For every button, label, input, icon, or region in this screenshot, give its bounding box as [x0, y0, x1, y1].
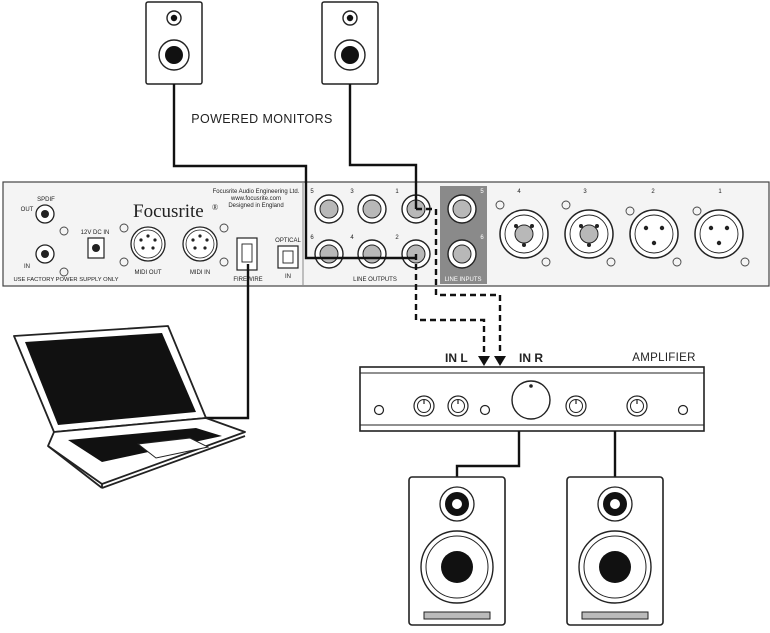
maker-line-1: Focusrite Audio Engineering Ltd. — [213, 189, 300, 195]
output-number-1: 1 — [395, 189, 399, 195]
panel-screw — [219, 257, 229, 267]
panel-screw — [119, 223, 129, 233]
spdif-out-label: OUT — [21, 207, 34, 213]
optical-label: OPTICAL — [275, 238, 301, 244]
panel-screw — [219, 223, 229, 233]
amp-knob — [565, 395, 587, 417]
left-speaker-cable — [455, 431, 521, 477]
dc-in-label: 12V DC IN — [81, 230, 110, 236]
passive-speaker-left — [408, 476, 506, 626]
powered-monitors-label: POWERED MONITORS — [191, 112, 333, 126]
midi-in-label: MIDI IN — [190, 270, 210, 276]
amp-indicator — [677, 404, 689, 416]
spdif-out-jack — [35, 204, 55, 224]
mic-number-4: 4 — [517, 189, 521, 195]
line-outputs-label: LINE OUTPUTS — [353, 277, 397, 283]
amplifier-cables — [414, 207, 502, 355]
line-output-4-jack — [357, 239, 387, 269]
amp-volume-knob — [511, 380, 551, 420]
spdif-label: SPDIF — [37, 197, 55, 203]
brand-logo: Focusrite — [133, 201, 204, 222]
amp-knob — [413, 395, 435, 417]
midi-in-port — [182, 226, 218, 262]
spdif-in-jack — [35, 244, 55, 264]
maker-line-3: Designed in England — [228, 203, 283, 209]
xlr-input-1-jack — [694, 209, 744, 259]
in-r-cable — [416, 207, 502, 355]
input-number-6: 6 — [480, 235, 484, 241]
powered-monitor-left — [145, 1, 203, 85]
line-inputs-group: 5 6 LINE INPUTS — [440, 186, 487, 284]
midi-out-port — [130, 226, 166, 262]
line-output-6-jack — [314, 239, 344, 269]
line-input-6-jack — [447, 239, 477, 269]
combo-input-3-jack — [564, 209, 614, 259]
in-l-arrow-icon — [478, 356, 490, 366]
panel-screw — [59, 226, 69, 236]
output-number-6: 6 — [310, 235, 314, 241]
line-input-5-jack — [447, 194, 477, 224]
line-inputs-label: LINE INPUTS — [444, 277, 481, 283]
spdif-in-label: IN — [24, 264, 30, 270]
in-l-cable — [414, 254, 486, 355]
speaker-cables — [455, 431, 617, 477]
amplifier-unit — [359, 366, 705, 432]
optical-in-label: IN — [285, 274, 291, 280]
in-r-label: IN R — [519, 351, 543, 365]
in-r-arrow-icon — [494, 356, 506, 366]
line-output-3-jack — [357, 194, 387, 224]
passive-speaker-right — [566, 476, 664, 626]
amp-indicator — [373, 404, 385, 416]
output-number-2: 2 — [395, 235, 399, 241]
monitor-cables — [172, 84, 418, 260]
output-number-3: 3 — [350, 189, 354, 195]
mic-number-3: 3 — [583, 189, 587, 195]
amp-knob — [447, 395, 469, 417]
dc-power-jack — [87, 237, 105, 259]
input-number-5: 5 — [480, 189, 484, 195]
right-monitor-cable — [348, 84, 418, 209]
line-output-5-jack — [314, 194, 344, 224]
mic-number-2: 2 — [651, 189, 655, 195]
midi-out-label: MIDI OUT — [135, 270, 162, 276]
cable-arrows — [478, 356, 506, 366]
panel-screws — [495, 200, 750, 267]
panel-screw — [59, 267, 69, 277]
output-number-5: 5 — [310, 189, 314, 195]
amp-indicator — [479, 404, 491, 416]
left-monitor-cable — [172, 84, 416, 260]
amp-knob — [626, 395, 648, 417]
output-number-4: 4 — [350, 235, 354, 241]
optical-in-port — [277, 245, 299, 269]
firewire-cable — [202, 264, 250, 420]
audio-interface-rear-panel: SPDIF OUT IN 12V DC IN USE FACTORY POWER… — [2, 181, 770, 287]
in-l-label: IN L — [445, 351, 468, 365]
brand-mark: ® — [212, 203, 218, 212]
laptop — [13, 325, 246, 489]
power-note: USE FACTORY POWER SUPPLY ONLY — [13, 277, 118, 283]
powered-monitor-right — [321, 1, 379, 85]
amplifier-label: AMPLIFIER — [632, 352, 695, 364]
mic-number-1: 1 — [718, 189, 722, 195]
xlr-input-2-jack — [629, 209, 679, 259]
combo-input-4-jack — [499, 209, 549, 259]
maker-line-2: www.focusrite.com — [230, 196, 281, 202]
panel-screw — [119, 257, 129, 267]
